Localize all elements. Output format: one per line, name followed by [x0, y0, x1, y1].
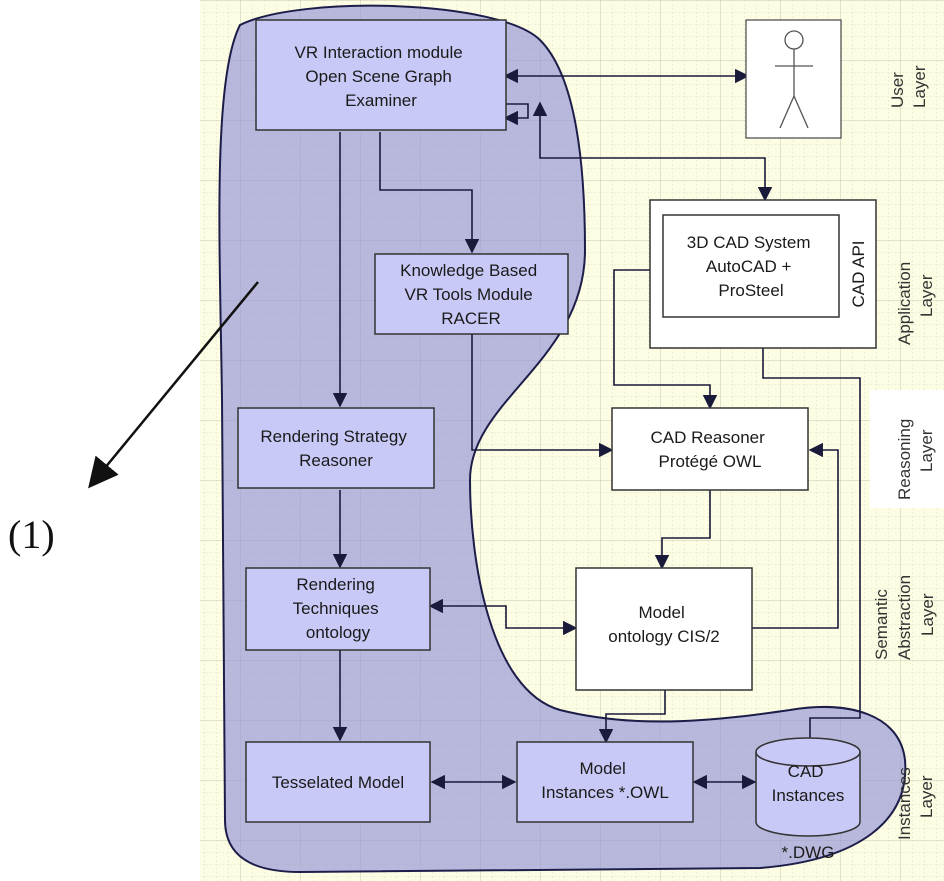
- dwg-label: *.DWG: [782, 843, 835, 862]
- user-layer-label: User Layer: [888, 65, 929, 108]
- edge-techniques-model: [428, 598, 578, 636]
- edge-knowledge-reasoner: [471, 334, 614, 458]
- knowledge-based-node: [374, 253, 569, 335]
- callout-label: (1): [8, 512, 55, 557]
- vr-interaction-label: VR Interaction module Open Scene Graph E…: [295, 43, 468, 110]
- callout-arrow: [88, 281, 259, 489]
- knowledge-based-label: Knowledge Based VR Tools Module RACER: [400, 261, 542, 328]
- rendering-techniques-node: [245, 567, 431, 651]
- edge-vr-cad: [532, 101, 773, 202]
- reasoning-band: [870, 390, 944, 508]
- cad-system-node: [662, 214, 840, 318]
- rendering-techniques-label: Rendering Techniques ontology: [293, 575, 384, 642]
- tesselated-model-label: Tesselated Model: [272, 773, 404, 792]
- edge-cad-reasoner: [613, 262, 718, 410]
- model-instances-label: Model Instances *.OWL: [541, 759, 669, 802]
- edge-vr-user-back: [503, 103, 529, 126]
- edge-model-instances: [598, 690, 666, 744]
- edge-cad-dwg: [762, 348, 861, 762]
- application-layer-label: Application Layer: [895, 257, 936, 345]
- tesselated-model-node: [245, 741, 431, 823]
- cad-instances-cylinder: [755, 737, 861, 837]
- connectors: [332, 68, 861, 790]
- cad-system-label: 3D CAD System AutoCAD + ProSteel: [687, 233, 815, 300]
- edge-reasoner-model: [654, 490, 711, 570]
- rendering-strategy-node: [237, 407, 435, 489]
- edge-vr-knowledge: [379, 132, 480, 254]
- cad-reasoner-label: CAD Reasoner Protégé OWL: [650, 428, 769, 471]
- vr-interaction-node: [255, 19, 507, 131]
- model-ontology-node: [575, 567, 753, 691]
- semantic-layer-label: Semantic Abstraction Layer: [872, 570, 937, 660]
- cad-api-label: CAD API: [849, 240, 868, 307]
- edge-model-reasoner: [752, 442, 839, 629]
- rendering-strategy-label: Rendering Strategy Reasoner: [260, 427, 411, 470]
- model-ontology-label: Model ontology CIS/2: [608, 603, 720, 646]
- instances-layer-label: Instances Layer: [895, 763, 936, 841]
- cad-instances-label: CAD Instances: [772, 762, 845, 805]
- cad-reasoner-node: [611, 407, 809, 491]
- model-instances-node: [516, 741, 694, 823]
- reasoning-layer-label: Reasoning Layer: [895, 414, 936, 500]
- user-actor-icon: [775, 30, 813, 129]
